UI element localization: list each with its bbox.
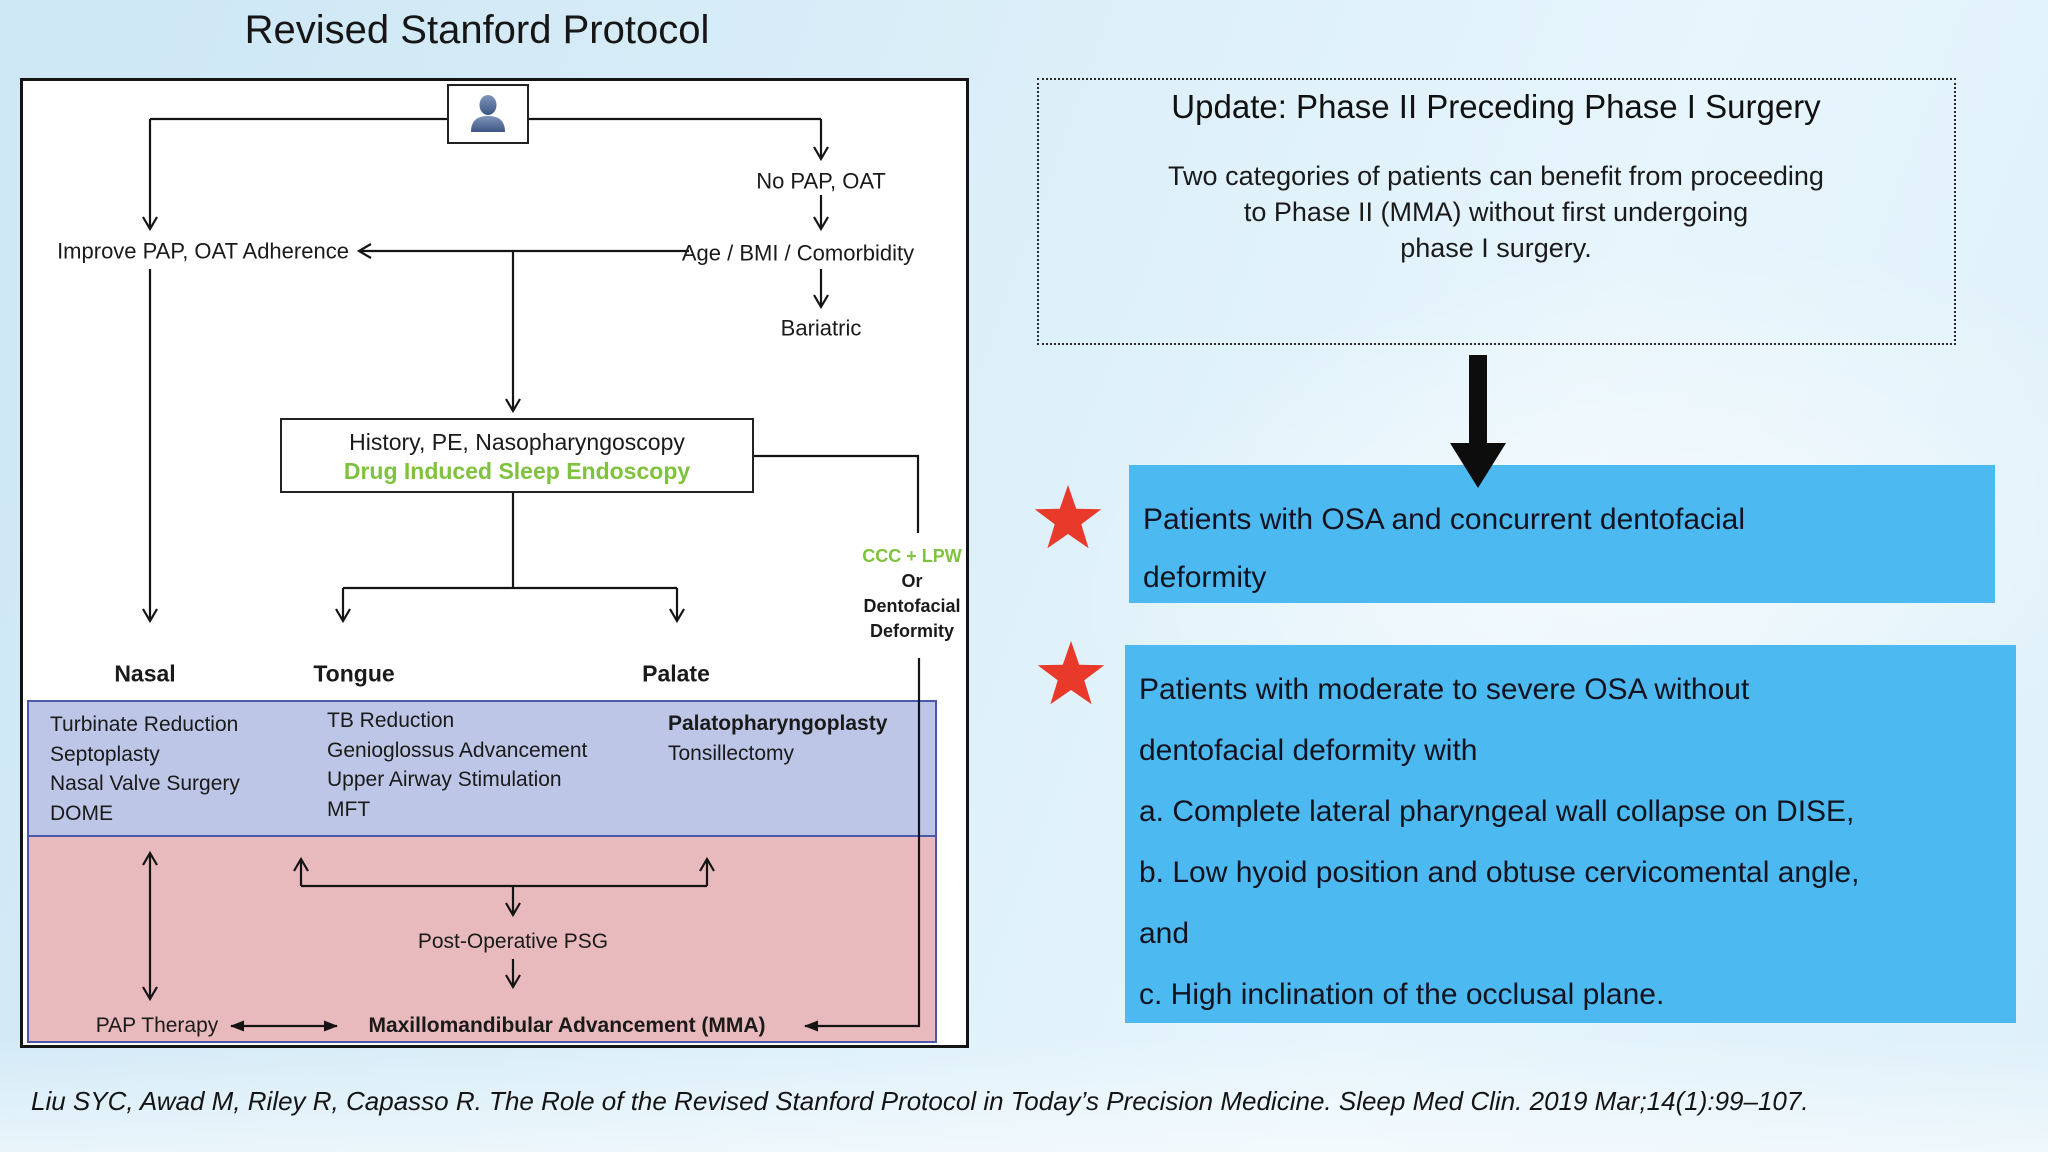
node-no-pap-oat: No PAP, OAT <box>756 168 886 194</box>
ccc-lpw-label: CCC + LPW <box>862 546 962 566</box>
list-item: Upper Airway Stimulation <box>327 768 562 791</box>
node-age-bmi-comorbidity: Age / BMI / Comorbidity <box>681 240 915 266</box>
page-title: Revised Stanford Protocol <box>244 8 710 52</box>
highlight-line: c. High inclination of the occlusal plan… <box>1139 978 1665 1011</box>
list-item: Nasal Valve Surgery <box>50 772 240 795</box>
palate-procedure-list: Palatopharyngoplasty Tonsillectomy <box>668 709 887 768</box>
list-item: TB Reduction <box>327 709 455 732</box>
phase2-therapy-box <box>27 835 937 1043</box>
highlight-box-moderate-severe-osa: Patients with moderate to severe OSA wit… <box>1125 645 2016 1023</box>
update-body-line: Two categories of patients can benefit f… <box>1168 161 1824 191</box>
list-item: Genioglossus Advancement <box>327 738 588 762</box>
star-icon <box>1034 485 1102 549</box>
list-item: Tonsillectomy <box>668 741 795 765</box>
column-header-nasal: Nasal <box>114 660 176 687</box>
stanford-protocol-flowchart: Improve PAP, OAT Adherence No PAP, OAT A… <box>20 78 969 1048</box>
ccc-lpw-block: CCC + LPW Or Dentofacial Deformity <box>862 544 962 644</box>
highlight-line: b. Low hyoid position and obtuse cervico… <box>1139 856 1860 889</box>
node-improve-pap: Improve PAP, OAT Adherence <box>57 238 349 264</box>
nasal-procedure-list: Turbinate Reduction Septoplasty Nasal Va… <box>50 710 240 828</box>
background-bottom-band <box>0 1035 2048 1152</box>
history-dise-box: History, PE, Nasopharyngoscopy Drug Indu… <box>280 418 754 493</box>
big-down-arrow-icon <box>1450 355 1506 488</box>
patient-icon-box <box>447 84 529 144</box>
list-item: Palatopharyngoplasty <box>668 712 888 735</box>
deformity-label: Deformity <box>869 621 955 641</box>
node-mma: Maxillomandibular Advancement (MMA) <box>368 1013 766 1037</box>
highlight-line: deformity <box>1143 561 1267 594</box>
node-post-op-psg: Post-Operative PSG <box>417 929 609 953</box>
column-header-tongue: Tongue <box>313 660 395 687</box>
history-line1: History, PE, Nasopharyngoscopy <box>349 429 685 455</box>
dentofacial-label: Dentofacial <box>863 596 961 616</box>
update-panel-title: Update: Phase II Preceding Phase I Surge… <box>1171 88 1821 125</box>
highlight-line: Patients with moderate to severe OSA wit… <box>1139 673 1750 706</box>
citation-text: Liu SYC, Awad M, Riley R, Capasso R. The… <box>31 1086 1809 1116</box>
list-item: Septoplasty <box>50 742 160 766</box>
highlight-line: Patients with OSA and concurrent dentofa… <box>1143 503 1746 536</box>
list-item: DOME <box>50 801 113 825</box>
update-panel-box <box>1037 78 1956 345</box>
highlight-line: and <box>1139 917 1190 950</box>
node-pap-therapy: PAP Therapy <box>95 1013 219 1037</box>
tongue-procedure-list: TB Reduction Genioglossus Advancement Up… <box>327 706 587 824</box>
update-panel-body: Two categories of patients can benefit f… <box>1168 158 1824 266</box>
star-icon <box>1037 641 1105 705</box>
highlight-line: a. Complete lateral pharyngeal wall coll… <box>1139 795 1855 828</box>
person-icon <box>471 95 505 132</box>
phase1-surgery-box <box>27 700 937 837</box>
or-label: Or <box>901 571 923 591</box>
list-item: Turbinate Reduction <box>50 713 239 736</box>
column-header-palate: Palate <box>642 660 710 687</box>
history-line2-dise: Drug Induced Sleep Endoscopy <box>343 458 691 484</box>
update-body-line: phase I surgery. <box>1400 233 1592 263</box>
highlight-box-dentofacial: Patients with OSA and concurrent dentofa… <box>1129 465 1995 603</box>
history-right-connector <box>754 454 920 533</box>
node-bariatric: Bariatric <box>780 315 862 341</box>
list-item: MFT <box>327 797 371 821</box>
highlight-line: dentofacial deformity with <box>1139 734 1478 767</box>
update-body-line: to Phase II (MMA) without first undergoi… <box>1243 197 1749 227</box>
